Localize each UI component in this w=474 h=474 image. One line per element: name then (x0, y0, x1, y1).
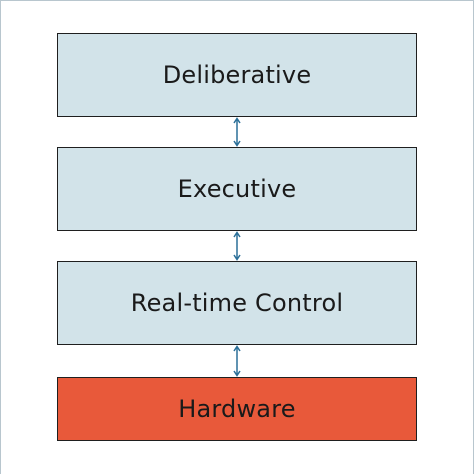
layer-hardware: Hardware (57, 377, 417, 441)
layer-deliberative: Deliberative (57, 33, 417, 117)
layer-real-time-control: Real-time Control (57, 261, 417, 345)
connector-realtime-hardware (233, 345, 241, 377)
frame-border-left (0, 0, 1, 474)
connector-deliberative-executive (233, 117, 241, 147)
layer-executive: Executive (57, 147, 417, 231)
frame-border-top (0, 0, 474, 1)
connector-executive-realtime (233, 231, 241, 261)
